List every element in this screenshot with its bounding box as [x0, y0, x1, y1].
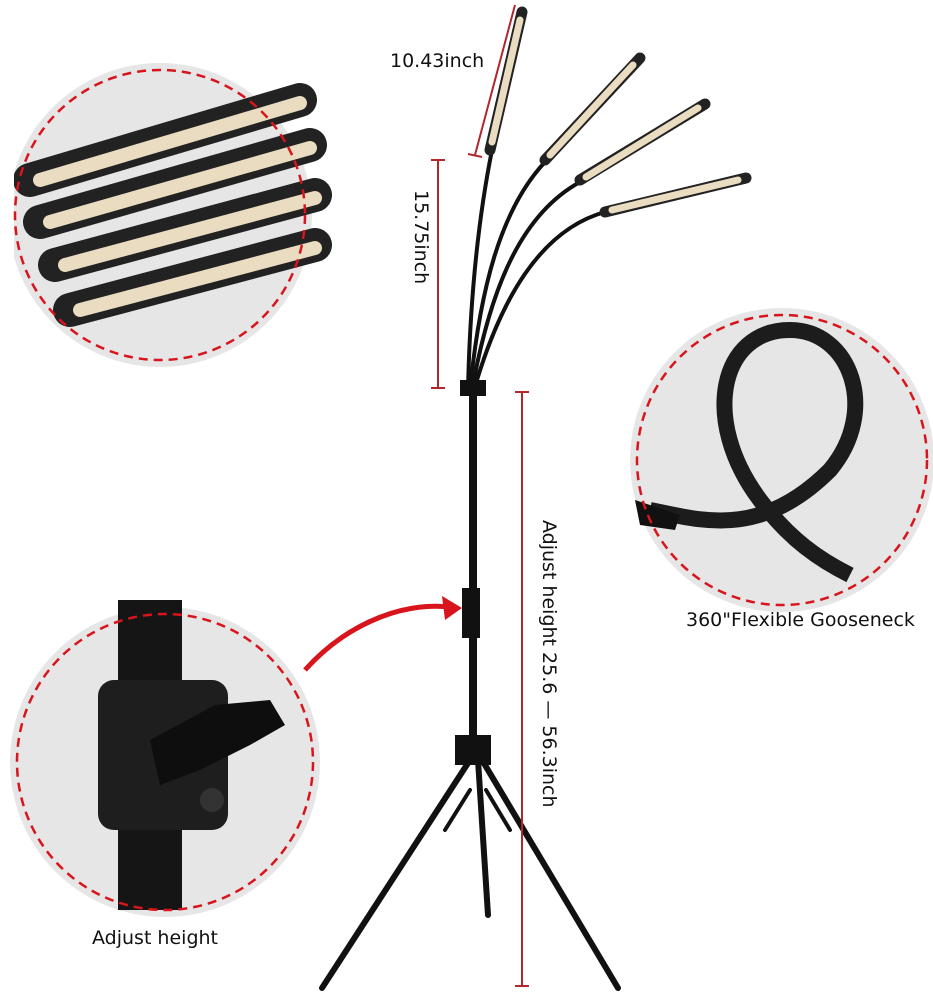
lamp-stand — [319, 148, 621, 991]
gooseneck-detail-circle — [630, 308, 933, 612]
clamp-detail-circle — [10, 600, 320, 917]
clamp-caption: Adjust height — [92, 927, 218, 949]
led-bars-detail-circle — [0, 0, 332, 400]
dimension-lines — [431, 4, 529, 987]
bar-length-label: 10.43inch — [390, 50, 485, 72]
pointer-arrow — [303, 603, 456, 672]
led-light-bars — [484, 6, 752, 218]
gooseneck-length-label: 15.75inch — [410, 190, 432, 285]
gooseneck-caption: 360"Flexible Gooseneck — [686, 609, 915, 631]
height-range-label: Adjust height 25.6 — 56.3inch — [538, 520, 560, 808]
